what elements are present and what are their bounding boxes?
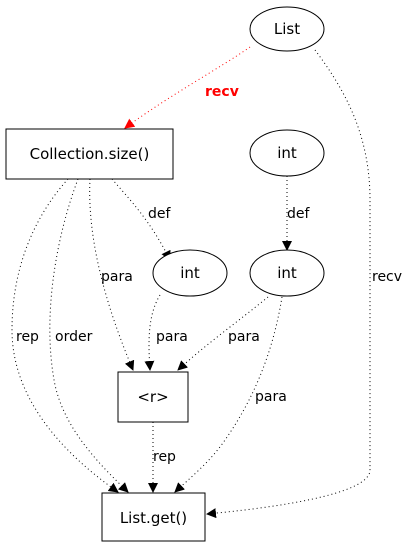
node-collection-size[interactable]: Collection.size() [5,128,174,180]
edge-label-rep-left: rep [16,329,39,345]
node-list[interactable]: List [249,6,325,52]
node-int-top[interactable]: int [249,129,325,177]
edge-label-def-left: def [148,206,172,222]
node-r[interactable]: <r> [117,371,189,423]
edge-label-para-lower: para [255,389,287,405]
edge-label-para-left: para [101,269,133,285]
node-label-int-top: int [277,144,297,162]
node-label-int-right: int [277,264,297,282]
edge-int-left-to-r [144,294,161,371]
node-int-right[interactable]: int [249,249,325,297]
edge-label-def-right: def [287,206,311,222]
edge-label-recv-black: recv [372,269,402,285]
edge-label-para-mid: para [156,329,188,345]
node-label-r: <r> [137,388,168,406]
edge-label-rep-bottom: rep [153,449,176,465]
node-label-list-get: List.get() [120,509,187,527]
nodes: List Collection.size() int int int <r> L… [5,6,325,542]
node-list-get[interactable]: List.get() [101,492,206,542]
edges: recv recv def para rep order def para pa… [11,46,402,519]
edge-label-recv-red: recv [205,84,239,100]
edge-list-to-list-get [206,49,371,519]
edge-label-order: order [55,329,93,345]
edge-collection-size-to-list-get-rep [11,178,119,493]
edge-collection-size-to-int-left [111,178,171,261]
edge-label-para-right: para [228,329,260,345]
node-label-list: List [274,20,300,38]
node-label-collection-size: Collection.size() [30,145,150,163]
node-int-left[interactable]: int [152,249,228,297]
node-label-int-left: int [180,264,200,282]
